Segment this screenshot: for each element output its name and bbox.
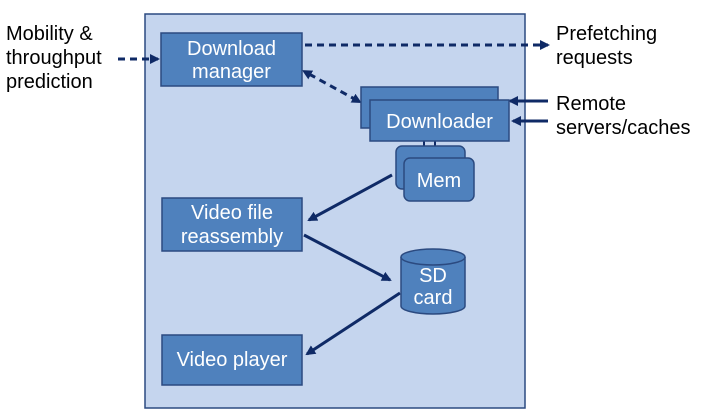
remote-label: Remote bbox=[556, 93, 627, 115]
download-manager-box: Download manager bbox=[160, 32, 303, 87]
downloader-label: Downloader bbox=[386, 111, 493, 133]
mobility-label: Mobility & bbox=[6, 23, 93, 45]
requests-label: requests bbox=[556, 47, 633, 69]
mem-label: Mem bbox=[417, 170, 461, 192]
video-file-reassembly-box: Video file reassembly bbox=[161, 197, 303, 252]
external-label-prefetching: Prefetching requests bbox=[556, 22, 657, 70]
reassembly-label-line2: reassembly bbox=[181, 226, 283, 248]
throughput-label: throughput bbox=[6, 47, 102, 69]
downloader-box: Downloader bbox=[360, 86, 510, 142]
arrow-mem-to-reassembly bbox=[307, 173, 393, 222]
servers-caches-label: servers/caches bbox=[556, 117, 691, 139]
sd-card-cylinder: SD card bbox=[400, 248, 466, 315]
mem-box: Mem bbox=[395, 145, 475, 202]
arrow-sdcard-to-player bbox=[305, 291, 401, 356]
video-player-box: Video player bbox=[161, 334, 303, 386]
download-manager-label-line1: Download bbox=[187, 38, 276, 60]
reassembly-label-line1: Video file bbox=[191, 202, 273, 224]
arrow-reassembly-to-sdcard bbox=[303, 233, 392, 282]
video-player-label: Video player bbox=[177, 349, 288, 371]
external-label-left: Mobility & throughput prediction bbox=[6, 22, 102, 94]
prediction-label: prediction bbox=[6, 71, 93, 93]
sd-card-label-line1: SD bbox=[419, 265, 447, 287]
arrow-manager-downloader bbox=[301, 70, 362, 104]
download-manager-label-line2: manager bbox=[192, 61, 271, 83]
prefetching-label: Prefetching bbox=[556, 23, 658, 45]
external-label-remote: Remote servers/caches bbox=[556, 92, 691, 140]
sd-card-label-line2: card bbox=[414, 287, 453, 309]
